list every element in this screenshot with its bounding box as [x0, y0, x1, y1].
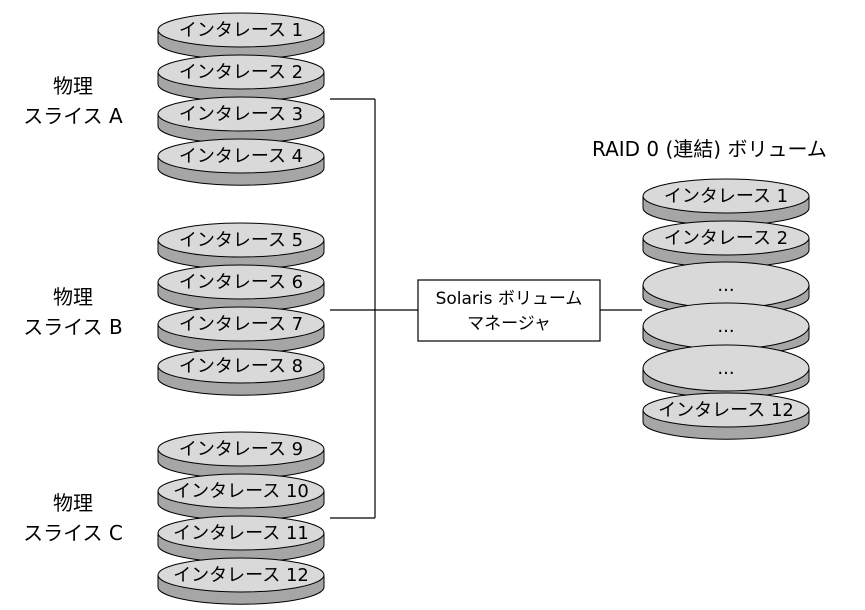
slice-a-label: 物理 スライス A — [23, 74, 123, 128]
disk-interlace-2: インタレース 2 — [157, 54, 325, 102]
disk-label: インタレース 3 — [179, 104, 303, 125]
disk-label: インタレース 10 — [173, 481, 309, 502]
disk-label: インタレース 2 — [179, 62, 303, 83]
disk-label: ... — [717, 358, 734, 379]
slice-label-line1: 物理 — [53, 491, 93, 515]
volume-disk-interlace-2: インタレース 2 — [642, 220, 810, 268]
slice-c-label: 物理 スライス C — [23, 491, 123, 545]
disk-label: インタレース 12 — [173, 565, 309, 586]
volume-disk-ellipsis-3: ... — [642, 344, 810, 398]
disk-interlace-6: インタレース 6 — [157, 264, 325, 312]
slice-label-line2: スライス C — [23, 521, 123, 545]
disk-interlace-12: インタレース 12 — [157, 557, 325, 605]
disk-interlace-10: インタレース 10 — [157, 473, 325, 521]
slice-b-label: 物理 スライス B — [23, 285, 122, 339]
disk-label: インタレース 6 — [179, 272, 303, 293]
slice-b-disk-stack: インタレース 5 インタレース 6 インタレース 7 インタレース 8 — [157, 222, 325, 396]
disk-label: インタレース 4 — [179, 146, 303, 167]
disk-interlace-9: インタレース 9 — [157, 431, 325, 479]
disk-interlace-11: インタレース 11 — [157, 515, 325, 563]
slice-c-disk-stack: インタレース 9 インタレース 10 インタレース 11 インタレース 12 — [157, 431, 325, 605]
disk-label: ... — [717, 316, 734, 337]
slice-label-line1: 物理 — [53, 74, 93, 98]
connector-lines — [330, 98, 642, 519]
disk-label: インタレース 5 — [179, 230, 303, 251]
volume-manager-box: Solaris ボリューム マネージャ — [417, 279, 601, 342]
disk-label: インタレース 12 — [658, 400, 794, 421]
slice-label-line2: スライス B — [23, 315, 122, 339]
disk-label: インタレース 7 — [179, 314, 303, 335]
disk-label: インタレース 1 — [179, 20, 303, 41]
disk-interlace-7: インタレース 7 — [157, 306, 325, 354]
volume-manager-label-line2: マネージャ — [467, 314, 551, 334]
disk-interlace-1: インタレース 1 — [157, 12, 325, 60]
disk-interlace-5: インタレース 5 — [157, 222, 325, 270]
disk-label: インタレース 2 — [664, 228, 788, 249]
volume-disk-interlace-12: インタレース 12 — [642, 392, 810, 440]
disk-interlace-8: インタレース 8 — [157, 348, 325, 396]
disk-interlace-4: インタレース 4 — [157, 138, 325, 186]
disk-label: インタレース 1 — [664, 186, 788, 207]
disk-label: インタレース 9 — [179, 439, 303, 460]
volume-disk-interlace-1: インタレース 1 — [642, 178, 810, 226]
disk-label: ... — [717, 275, 734, 296]
raid0-volume-disk-stack: インタレース 1 インタレース 2 ... ... ... インタレース 12 — [642, 178, 810, 440]
slice-a-disk-stack: インタレース 1 インタレース 2 インタレース 3 インタレース 4 — [157, 12, 325, 186]
slice-label-line2: スライス A — [23, 104, 123, 128]
disk-interlace-3: インタレース 3 — [157, 96, 325, 144]
disk-label: インタレース 8 — [179, 356, 303, 377]
raid0-volume-title: RAID 0 (連結) ボリューム — [592, 137, 827, 161]
disk-label: インタレース 11 — [173, 523, 309, 544]
volume-manager-label-line1: Solaris ボリューム — [436, 289, 583, 309]
slice-label-line1: 物理 — [53, 285, 93, 309]
